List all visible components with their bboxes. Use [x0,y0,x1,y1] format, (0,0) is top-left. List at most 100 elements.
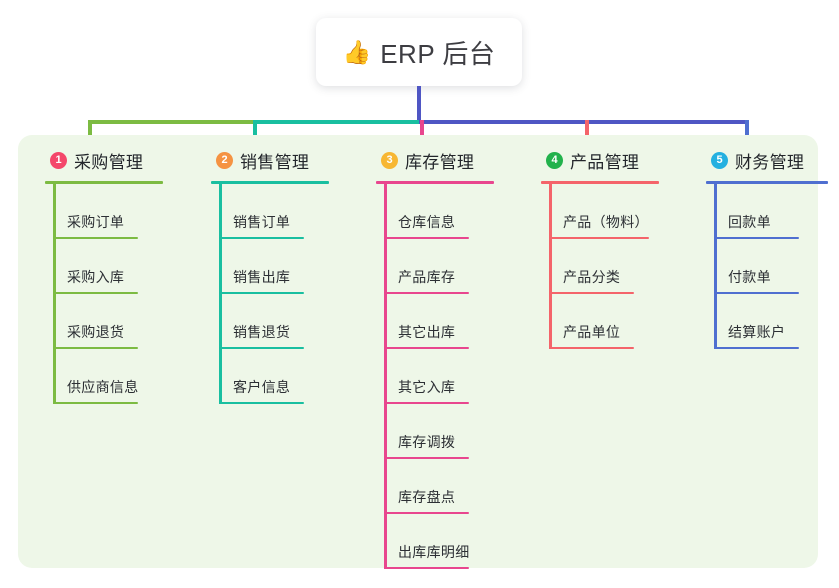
connector-bus-segment-3 [419,120,749,124]
branch-underline [211,181,329,184]
leaf-item-underline [549,237,649,239]
leaf-item-underline [384,457,469,459]
branch-items-3: 仓库信息产品库存其它出库其它入库库存调拨库存盘点出库库明细 [361,184,529,569]
branch-column-3: 3 库存管理仓库信息产品库存其它出库其它入库库存调拨库存盘点出库库明细 [361,147,529,569]
leaf-item-label: 库存调拨 [398,434,456,450]
leaf-item-underline [53,292,138,294]
branch-column-1: 1 采购管理采购订单采购入库采购退货供应商信息 [30,147,198,404]
branch-items-4: 产品（物料） 产品分类产品单位 [526,184,694,349]
leaf-item-underline [384,567,469,569]
leaf-item[interactable]: 回款单 [691,184,831,239]
leaf-item[interactable]: 产品单位 [526,294,694,349]
leaf-item-label: 产品（物料） [563,214,649,230]
leaf-item[interactable]: 销售退货 [196,294,364,349]
leaf-item[interactable]: 销售订单 [196,184,364,239]
branch-items-1: 采购订单采购入库采购退货供应商信息 [30,184,198,404]
branch-header-1[interactable]: 1 采购管理 [30,147,198,173]
leaf-item[interactable]: 付款单 [691,239,831,294]
branch-spine [219,184,222,404]
leaf-item-label: 采购订单 [67,214,125,230]
leaf-item[interactable]: 采购订单 [30,184,198,239]
branch-underline [541,181,659,184]
leaf-item-underline [549,347,634,349]
leaf-item-label: 销售出库 [233,269,291,285]
leaf-item-label: 采购退货 [67,324,125,340]
branch-title: 销售管理 [240,152,310,172]
branch-header-3[interactable]: 3 库存管理 [361,147,529,173]
leaf-item[interactable]: 库存盘点 [361,459,529,514]
root-node-content: 👍 ERP 后台 [343,34,496,71]
leaf-item-underline [219,402,304,404]
leaf-item[interactable]: 销售出库 [196,239,364,294]
branch-number-badge: 1 [50,151,67,169]
leaf-item-underline [384,347,469,349]
branch-title: 产品管理 [570,152,640,172]
leaf-item-underline [714,237,799,239]
branch-header-5[interactable]: 5 财务管理 [691,147,831,173]
branch-spine [714,184,717,349]
leaf-item-label: 结算账户 [728,324,786,340]
leaf-item-underline [384,237,469,239]
leaf-item-label: 库存盘点 [398,489,456,505]
leaf-item-label: 产品库存 [398,269,456,285]
leaf-item-underline [384,512,469,514]
leaf-item[interactable]: 结算账户 [691,294,831,349]
branch-title: 库存管理 [405,152,475,172]
leaf-item[interactable]: 库存调拨 [361,404,529,459]
connector-bus-segment-1 [88,120,254,124]
thumbs-up-icon: 👍 [342,38,372,65]
branch-spine [549,184,552,349]
leaf-item-underline [549,292,634,294]
branch-underline [376,181,494,184]
branch-items-2: 销售订单销售出库销售退货客户信息 [196,184,364,404]
leaf-item-label: 产品分类 [563,269,621,285]
branch-column-5: 5 财务管理回款单付款单结算账户 [691,147,831,349]
leaf-item[interactable]: 产品分类 [526,239,694,294]
leaf-item-underline [219,292,304,294]
leaf-item-label: 仓库信息 [398,214,456,230]
leaf-item[interactable]: 产品（物料） [526,184,694,239]
leaf-item-label: 其它入库 [398,379,456,395]
leaf-item-label: 客户信息 [233,379,291,395]
leaf-item-underline [53,347,138,349]
leaf-item-label: 销售订单 [233,214,291,230]
branch-spine [384,184,387,569]
leaf-item-label: 付款单 [728,269,771,285]
leaf-item[interactable]: 客户信息 [196,349,364,404]
leaf-item-underline [53,237,138,239]
leaf-item[interactable]: 其它入库 [361,349,529,404]
leaf-item[interactable]: 采购退货 [30,294,198,349]
root-node-card[interactable]: 👍 ERP 后台 [316,18,522,86]
leaf-item[interactable]: 仓库信息 [361,184,529,239]
root-title: ERP 后台 [380,38,496,69]
leaf-item[interactable]: 产品库存 [361,239,529,294]
leaf-item-label: 采购入库 [67,269,125,285]
branch-title: 财务管理 [735,152,805,172]
leaf-item-label: 出库库明细 [398,544,470,560]
branch-underline [706,181,828,184]
branch-title: 采购管理 [74,152,144,172]
leaf-item[interactable]: 出库库明细 [361,514,529,569]
branch-number-badge: 5 [711,151,728,169]
leaf-item-label: 其它出库 [398,324,456,340]
leaf-item-underline [384,292,469,294]
leaf-item-underline [714,292,799,294]
leaf-item[interactable]: 供应商信息 [30,349,198,404]
connector-bus-segment-2 [253,120,421,124]
branch-spine [53,184,56,404]
leaf-item-underline [714,347,799,349]
leaf-item-label: 产品单位 [563,324,621,340]
leaf-item[interactable]: 采购入库 [30,239,198,294]
leaf-item[interactable]: 其它出库 [361,294,529,349]
leaf-item-underline [53,402,138,404]
branch-number-badge: 3 [381,151,398,169]
branch-underline [45,181,163,184]
leaf-item-underline [219,237,304,239]
leaf-item-underline [384,402,469,404]
leaf-item-underline [219,347,304,349]
leaf-item-label: 销售退货 [233,324,291,340]
